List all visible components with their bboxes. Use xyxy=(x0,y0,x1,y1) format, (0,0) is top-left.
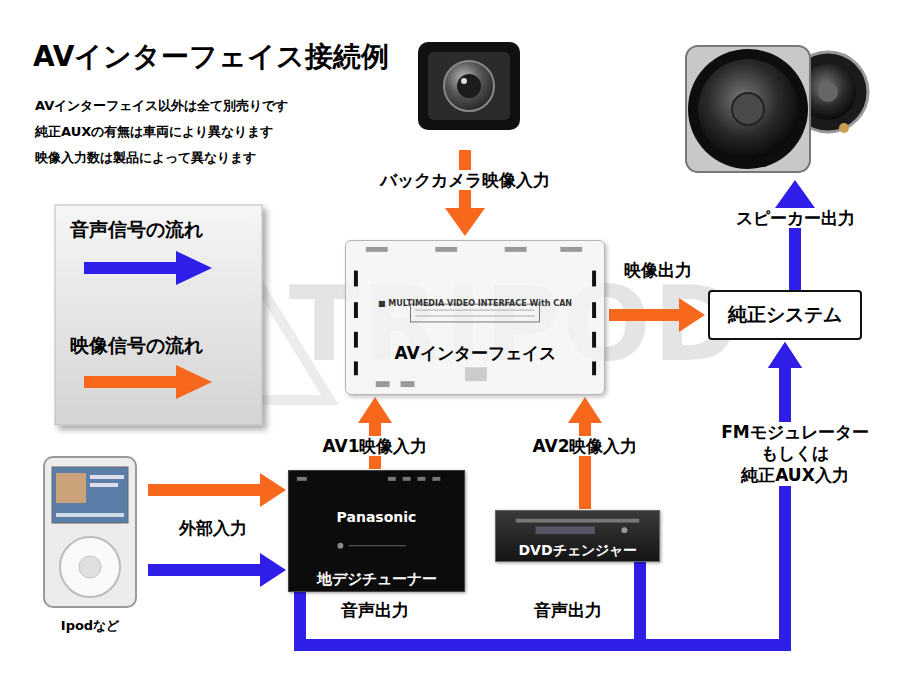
device-art xyxy=(35,455,145,640)
edge-label: 音声出力 xyxy=(534,600,602,620)
brand-text: Panasonic xyxy=(337,509,417,526)
video-arrow xyxy=(445,150,485,236)
system-box: 純正システム xyxy=(708,290,862,340)
interface-unit: ■ MULTIMEDIA VIDEO INTERFACE With CAN AVイ… xyxy=(345,240,605,395)
edge-label: 映像出力 xyxy=(624,260,692,280)
edge-label: AV1映像入力 xyxy=(320,436,431,456)
signal-arrow xyxy=(358,397,392,469)
camera-illustration xyxy=(418,42,520,130)
audio-arrow xyxy=(775,180,815,290)
signal-arrow xyxy=(148,473,286,507)
node-title: DVDチェンジャー xyxy=(518,542,636,559)
node-title: AVインターフェイス xyxy=(394,343,555,363)
node-title: 地デジチューナー xyxy=(317,570,437,588)
legend-arrow xyxy=(84,364,214,400)
note-text: AVインターフェイス以外は全て別売りです xyxy=(35,98,288,114)
legend-text: 映像信号の流れ xyxy=(70,334,203,357)
ipod-device: Ipodなど xyxy=(35,455,145,640)
output-label: スピーカー出力 xyxy=(733,208,858,228)
input-label: バックカメラ映像入力 xyxy=(377,170,553,190)
signal-arrow xyxy=(609,298,705,332)
legend-text: 音声信号の流れ xyxy=(70,218,203,241)
input-label: FMモジュレーター もしくは 純正AUX入力 xyxy=(718,422,872,486)
note-text: 映像入力数は製品によって異なります xyxy=(35,150,256,166)
legend-panel xyxy=(55,205,262,425)
signal-arrow xyxy=(640,342,802,645)
device-print: ■ MULTIMEDIA VIDEO INTERFACE With CAN xyxy=(378,299,572,309)
input-label: 外部入力 xyxy=(179,518,247,538)
edge-label: AV2映像入力 xyxy=(530,436,641,456)
tuner-device: Panasonic 地デジチューナー xyxy=(288,470,465,592)
diagram-title: AVインターフェイス接続例 xyxy=(33,40,389,74)
edge-label: 音声出力 xyxy=(341,600,409,620)
speaker-illustration xyxy=(686,46,868,172)
node-caption: Ipodなど xyxy=(61,618,119,634)
signal-arrow xyxy=(148,553,286,587)
node-title: 純正システム xyxy=(728,303,842,326)
note-text: 純正AUXの有無は車両により異なります xyxy=(35,124,273,140)
legend-arrow xyxy=(84,250,214,286)
dvd-device: DVDチェンジャー xyxy=(495,510,660,562)
device-art xyxy=(346,241,604,394)
